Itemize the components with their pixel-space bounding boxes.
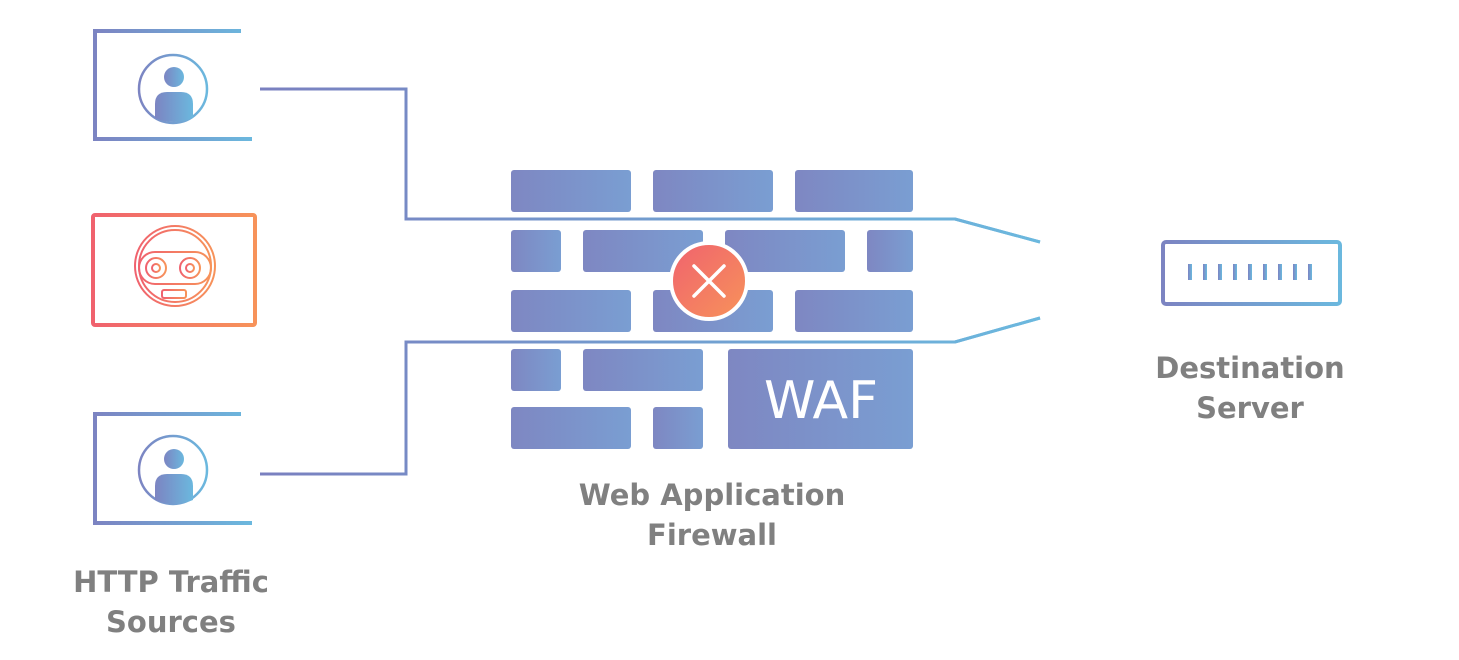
sources-label-line1: HTTP Traffic [73, 565, 269, 599]
top-client-laptop [80, 29, 252, 151]
sources-label-line2: Sources [106, 605, 236, 639]
close-icon [669, 241, 749, 321]
waf-text: WAF [764, 371, 878, 431]
firewall-label-line2: Firewall [647, 518, 777, 552]
server-icon [1161, 240, 1342, 321]
tunnel-lines [406, 217, 1041, 344]
waf-block [728, 349, 913, 449]
user-icon [137, 53, 209, 125]
server-label: Destination Server [1130, 348, 1370, 428]
server-label-line1: Destination [1155, 351, 1345, 385]
firewall-wall [511, 170, 913, 449]
bot-client-laptop [78, 213, 268, 333]
bottom-client-laptop [80, 412, 252, 534]
bot-icon [134, 225, 216, 307]
sources-label: HTTP Traffic Sources [41, 562, 301, 642]
server-label-line2: Server [1196, 391, 1304, 425]
firewall-label: Web Application Firewall [552, 475, 872, 555]
user-icon [137, 434, 209, 506]
firewall-label-line1: Web Application [578, 478, 846, 512]
